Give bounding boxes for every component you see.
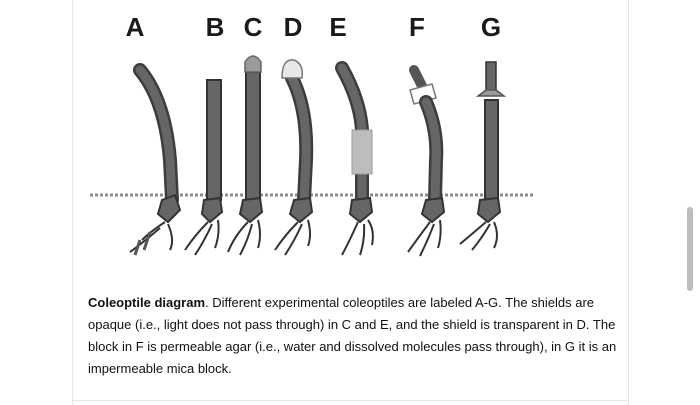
label-a: A [126, 12, 145, 42]
content-right-border [628, 0, 629, 405]
coleoptile-diagram: A B C D E F G [90, 12, 535, 257]
label-f: F [409, 12, 425, 42]
content-bottom-border [72, 400, 629, 401]
coleoptile-f [407, 65, 446, 257]
coleoptile-e [335, 61, 374, 256]
coleoptile-d [274, 59, 314, 256]
coleoptile-figure: A B C D E F G [80, 0, 550, 285]
label-e: E [329, 12, 346, 42]
caption-title: Coleoptile diagram [88, 295, 206, 310]
label-c: C [244, 12, 263, 42]
coleoptile-b [184, 79, 224, 256]
mica-block-g [475, 89, 507, 97]
coleoptile-g [459, 61, 507, 251]
transparent-shield-d [281, 59, 304, 79]
content-left-border [72, 0, 73, 405]
opaque-shield-c [244, 55, 262, 73]
label-b: B [206, 12, 225, 42]
figure-caption: Coleoptile diagram. Different experiment… [88, 292, 618, 380]
caption-body: . Different experimental coleoptiles are… [88, 295, 617, 376]
opaque-shield-e [351, 129, 373, 175]
coleoptile-a [129, 63, 182, 256]
scrollbar-thumb[interactable] [687, 207, 693, 291]
label-g: G [481, 12, 501, 42]
label-d: D [284, 12, 303, 42]
coleoptile-c [227, 55, 264, 256]
